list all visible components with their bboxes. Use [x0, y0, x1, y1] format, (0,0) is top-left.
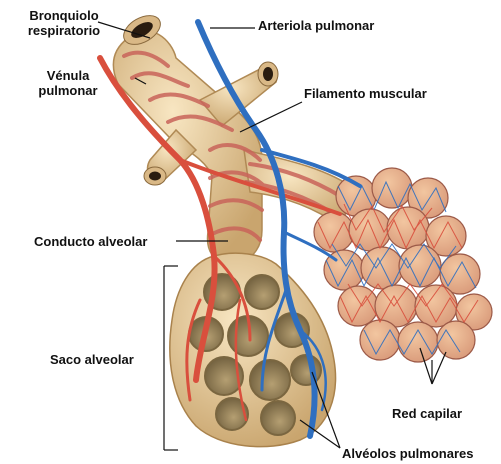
label-filamento: Filamento muscular — [304, 86, 427, 101]
label-arteriola: Arteriola pulmonar — [258, 18, 374, 33]
label-bronquiolo-line2: respiratorio — [14, 23, 114, 38]
label-conducto: Conducto alveolar — [34, 234, 147, 249]
label-venula: Vénula pulmonar — [28, 68, 108, 98]
label-venula-line1: Vénula — [28, 68, 108, 83]
label-saco: Saco alveolar — [50, 352, 134, 367]
label-venula-line2: pulmonar — [28, 83, 108, 98]
label-bronquiolo: Bronquiolo respiratorio — [14, 8, 114, 38]
label-bronquiolo-line1: Bronquiolo — [14, 8, 114, 23]
label-red-capilar: Red capilar — [392, 406, 462, 421]
label-alveolos: Alvéolos pulmonares — [342, 446, 473, 461]
